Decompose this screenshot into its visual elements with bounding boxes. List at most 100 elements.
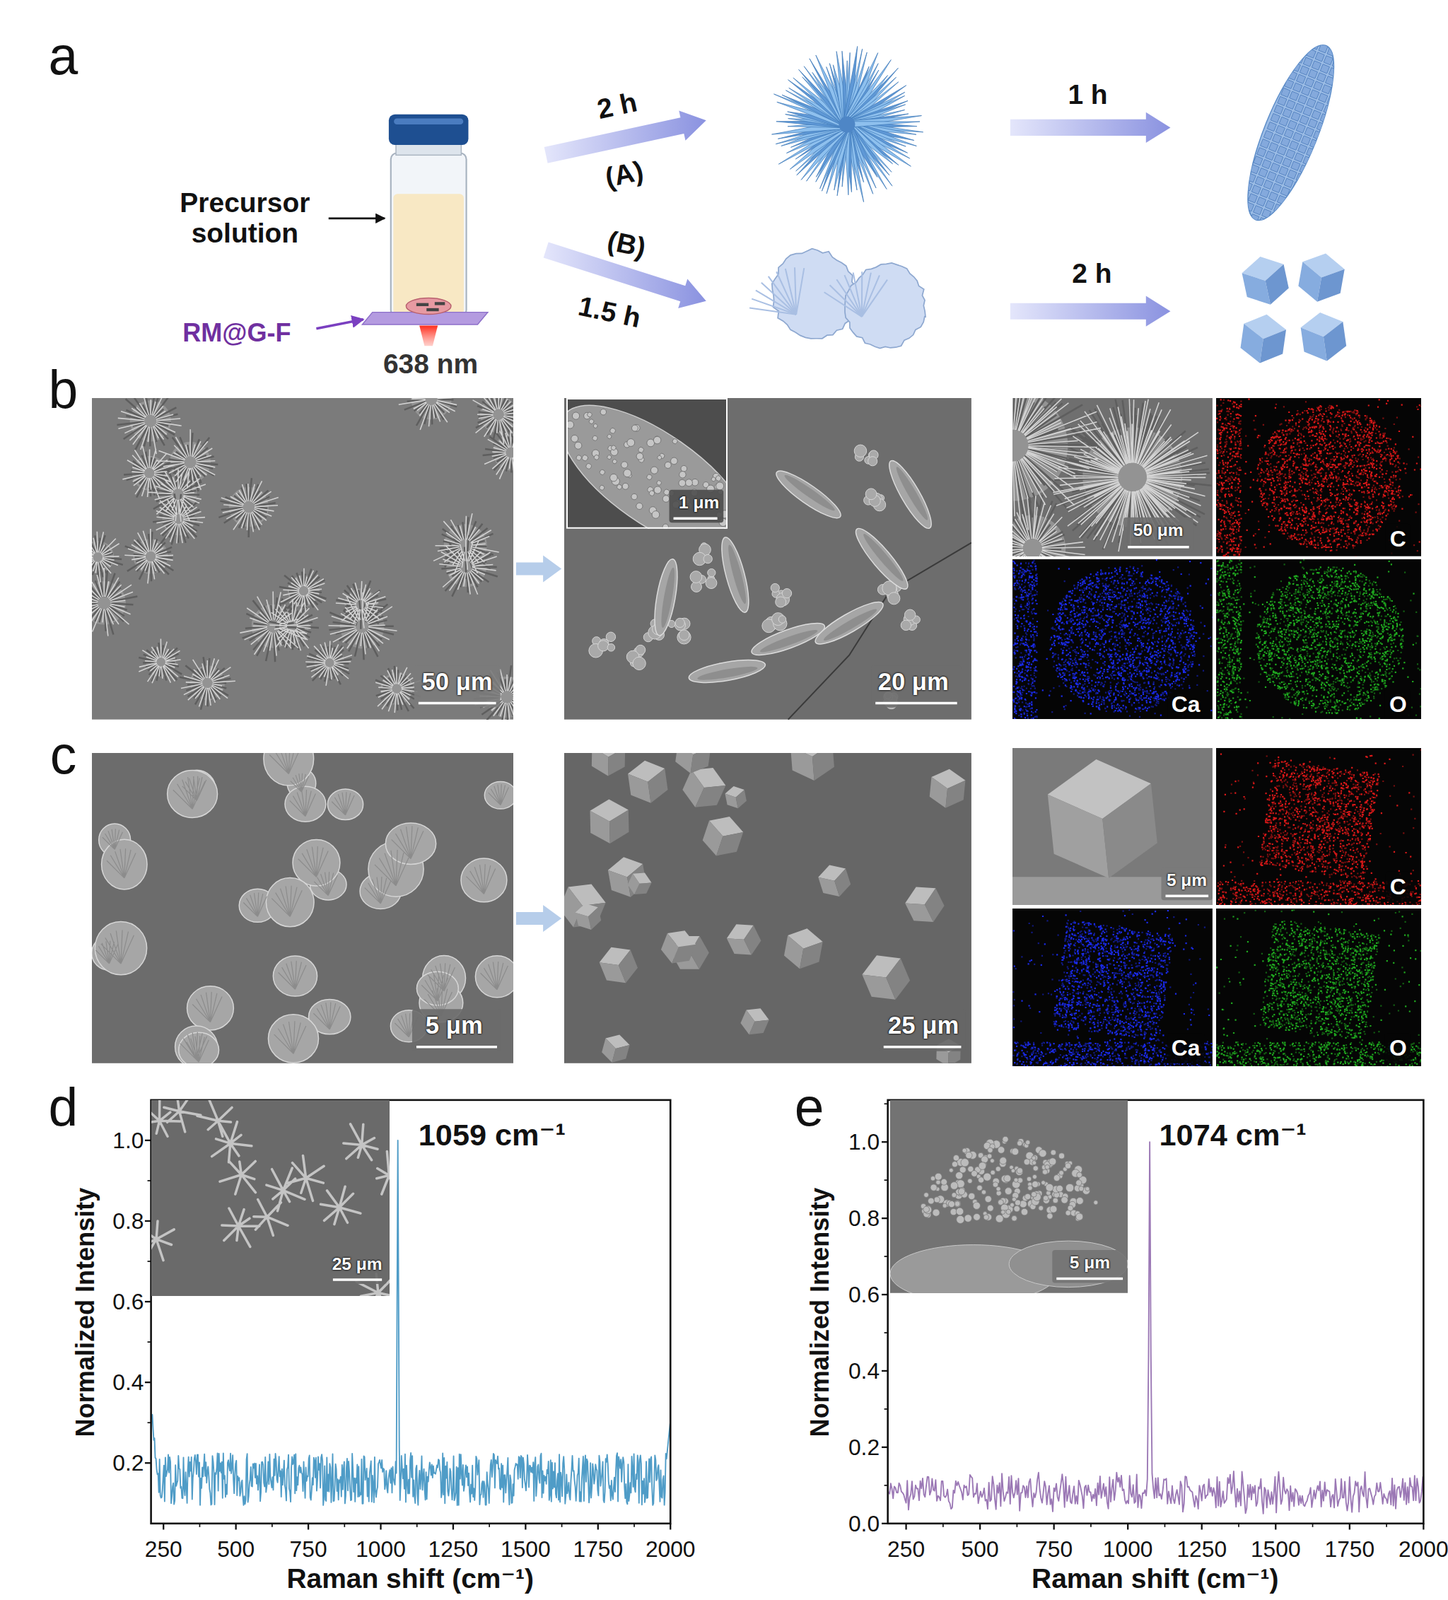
tick-mark bbox=[884, 1332, 889, 1334]
spindle-block bbox=[1270, 162, 1280, 172]
crystal-rod bbox=[967, 1178, 973, 1184]
crystal-rod bbox=[1001, 1136, 1008, 1142]
crystal-rod bbox=[955, 1207, 964, 1216]
figure-label: 1000 bbox=[355, 1536, 406, 1562]
crystal-rod bbox=[1011, 1148, 1019, 1156]
surface-bump bbox=[645, 473, 653, 481]
tick-mark bbox=[234, 1523, 237, 1531]
crystal-clump bbox=[781, 588, 792, 598]
crystal-rod bbox=[1027, 1185, 1033, 1191]
crystal-rod bbox=[989, 1158, 995, 1164]
spindle-block bbox=[1270, 212, 1280, 222]
label-patch bbox=[669, 489, 724, 524]
cube-crystal bbox=[596, 941, 642, 990]
process-arrow bbox=[1010, 296, 1171, 327]
spindle-block bbox=[1316, 122, 1326, 132]
spindle-block bbox=[1286, 99, 1296, 109]
spindle-block bbox=[1291, 111, 1301, 121]
surface-bump bbox=[598, 407, 608, 417]
spindle-block bbox=[1282, 157, 1292, 167]
spindle-block bbox=[1275, 224, 1285, 234]
cube-crystal bbox=[574, 900, 604, 933]
figure-label: 638 nm bbox=[383, 349, 478, 380]
spindle-block bbox=[1306, 48, 1316, 58]
crystal-clump bbox=[705, 576, 717, 589]
surface-bump bbox=[656, 454, 663, 461]
scale-bar bbox=[1127, 545, 1190, 549]
spindle-block bbox=[1294, 103, 1304, 113]
crystal-rod bbox=[1075, 1180, 1082, 1186]
raman-chart bbox=[881, 1100, 1424, 1531]
spindle-block bbox=[1287, 120, 1297, 130]
element-label: C bbox=[1390, 526, 1407, 552]
spindle-block bbox=[1336, 70, 1347, 80]
spindle-block bbox=[1279, 166, 1289, 176]
tick-mark bbox=[979, 1523, 981, 1531]
spindle-body bbox=[771, 464, 846, 524]
spindle-block bbox=[1262, 159, 1272, 169]
spindle-block bbox=[1289, 91, 1299, 101]
spindle-shade bbox=[892, 464, 931, 522]
tick-mark bbox=[884, 1102, 889, 1105]
scale-label: 5 μm bbox=[425, 1011, 483, 1039]
surface-bump bbox=[648, 489, 656, 497]
spindle-block bbox=[1335, 50, 1345, 61]
crystal-rod bbox=[1049, 1149, 1056, 1156]
figure-label: 1250 bbox=[428, 1536, 479, 1562]
cube-crystal bbox=[738, 1003, 773, 1040]
tick-mark bbox=[1349, 1523, 1351, 1531]
flake-crystal bbox=[327, 789, 363, 821]
spindle-block bbox=[1304, 127, 1314, 137]
crystal-rod bbox=[1040, 1180, 1045, 1185]
crystal-clump bbox=[900, 620, 911, 630]
crystal-rod bbox=[1011, 1168, 1016, 1173]
crystal-rod bbox=[1032, 1174, 1037, 1179]
scale-bar bbox=[416, 1045, 498, 1049]
crystal-rod bbox=[1084, 1186, 1089, 1191]
crystal-rod bbox=[948, 1168, 954, 1173]
spindle-block bbox=[1282, 108, 1292, 118]
spindle-block bbox=[1258, 217, 1268, 227]
spindle-block bbox=[1279, 116, 1289, 126]
sem-image: 50 μm bbox=[91, 398, 514, 720]
label-patch bbox=[1052, 1250, 1128, 1284]
flake-ridge bbox=[842, 272, 873, 317]
eds-map: C bbox=[1216, 748, 1422, 905]
spindle-block bbox=[1282, 207, 1292, 217]
figure-label: 2000 bbox=[645, 1536, 696, 1562]
cube-crystal bbox=[1239, 252, 1292, 309]
eds-map: C bbox=[1216, 398, 1422, 557]
spindle-block bbox=[1334, 79, 1344, 90]
panel-letter: d bbox=[48, 1078, 79, 1137]
cube-face bbox=[646, 768, 669, 804]
flake-crystal bbox=[460, 858, 507, 903]
figure-label: 500 bbox=[961, 1536, 1000, 1562]
image-ground bbox=[564, 752, 972, 1064]
spindle-block bbox=[1263, 180, 1273, 190]
crystal-rod bbox=[1093, 1200, 1098, 1205]
crystal-rod bbox=[1030, 1191, 1037, 1198]
cap-highlight bbox=[393, 118, 464, 125]
surface-bump bbox=[625, 436, 637, 448]
inset-border bbox=[567, 398, 727, 529]
surface-bump bbox=[611, 458, 618, 464]
element-signal bbox=[1216, 559, 1415, 720]
crystal-rod bbox=[987, 1147, 992, 1153]
cube-face bbox=[946, 779, 966, 811]
spindle-block bbox=[1299, 164, 1309, 174]
element-label: O bbox=[1389, 691, 1407, 717]
spindle-body bbox=[716, 535, 754, 616]
cube-crystal bbox=[589, 798, 630, 845]
spindle-crystal bbox=[1230, 35, 1354, 234]
surface-bump bbox=[586, 411, 593, 418]
spindle-block bbox=[1315, 52, 1325, 62]
crystal-rod bbox=[1023, 1158, 1031, 1166]
spindle-block bbox=[1233, 207, 1243, 217]
crystal-rod bbox=[961, 1148, 967, 1154]
crystal-clump bbox=[770, 583, 780, 592]
label-patch bbox=[414, 665, 501, 708]
spindle-block bbox=[1328, 67, 1338, 78]
cube-crystal bbox=[929, 767, 967, 810]
spindle-block bbox=[1308, 69, 1318, 79]
